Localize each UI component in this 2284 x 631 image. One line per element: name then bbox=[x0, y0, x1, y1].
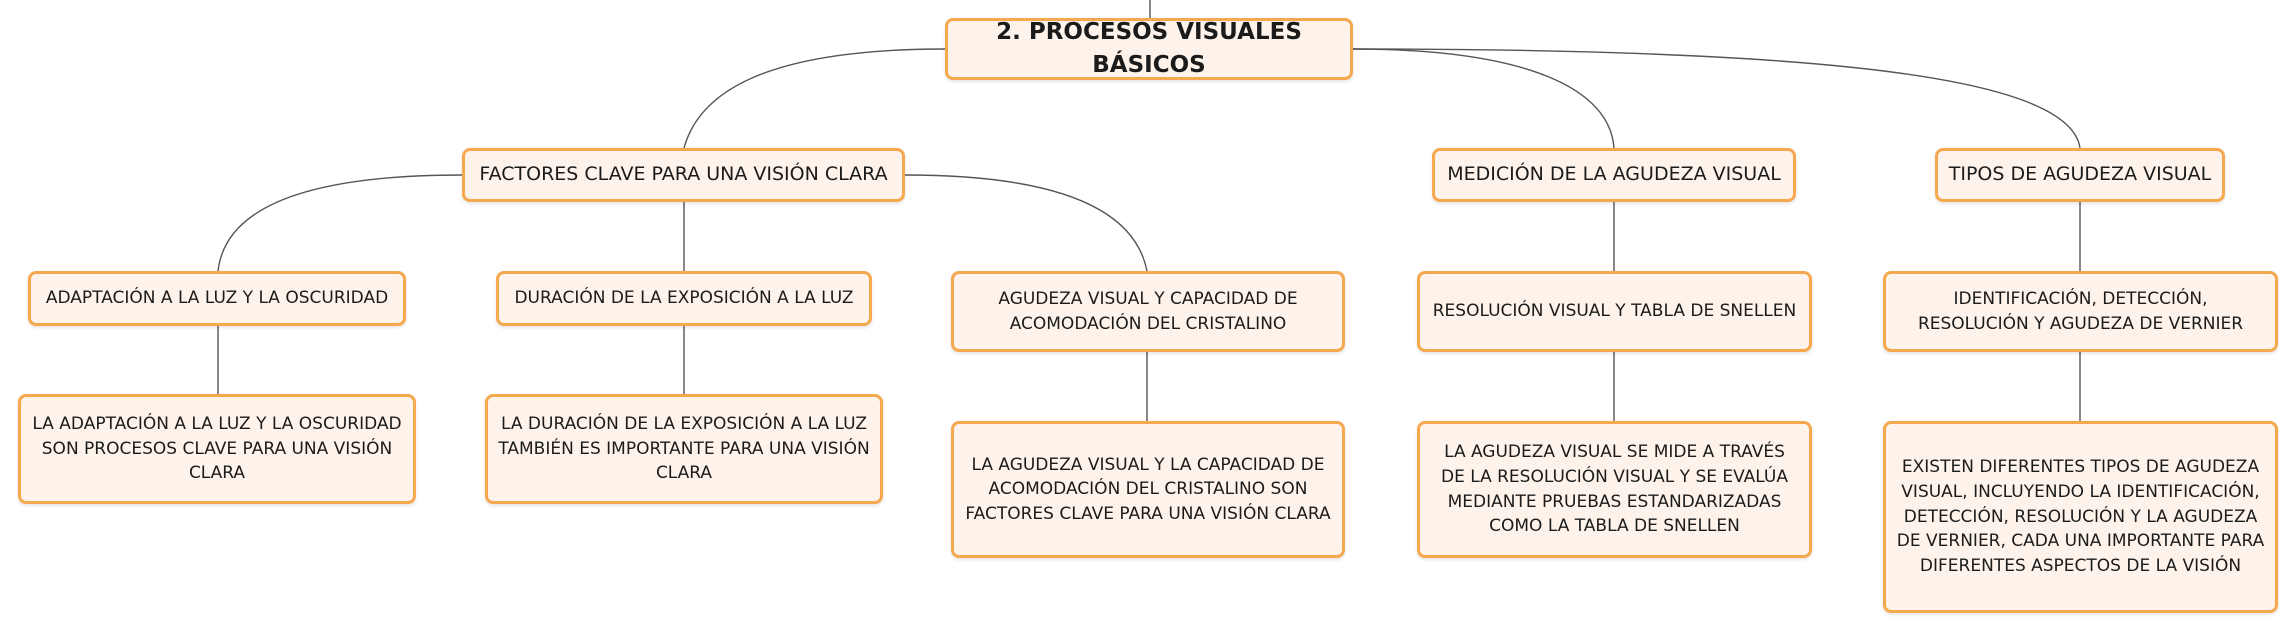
branch-label: MEDICIÓN DE LA AGUDEZA VISUAL bbox=[1447, 163, 1781, 186]
topic-label: ADAPTACIÓN A LA LUZ Y LA OSCURIDAD bbox=[45, 288, 389, 309]
branch-label: TIPOS DE AGUDEZA VISUAL bbox=[1948, 163, 2212, 186]
detail-resolucion-snellen[interactable]: LA AGUDEZA VISUAL SE MIDE A TRAVÉS DE LA… bbox=[1417, 421, 1812, 558]
branch-factores-clave[interactable]: FACTORES CLAVE PARA UNA VISIÓN CLARA bbox=[462, 148, 905, 202]
topic-tipos-identificacion[interactable]: IDENTIFICACIÓN, DETECCIÓN, RESOLUCIÓN Y … bbox=[1883, 271, 2278, 352]
detail-duracion-exposicion[interactable]: LA DURACIÓN DE LA EXPOSICIÓN A LA LUZ TA… bbox=[485, 394, 883, 504]
topic-label: AGUDEZA VISUAL Y CAPACIDAD DE ACOMODACIÓ… bbox=[998, 288, 1298, 334]
detail-text: LA ADAPTACIÓN A LA LUZ Y LA OSCURIDAD SO… bbox=[32, 414, 402, 484]
branch-label: FACTORES CLAVE PARA UNA VISIÓN CLARA bbox=[479, 163, 888, 186]
topic-resolucion-snellen[interactable]: RESOLUCIÓN VISUAL Y TABLA DE SNELLEN bbox=[1417, 271, 1812, 352]
detail-adaptacion-luz[interactable]: LA ADAPTACIÓN A LA LUZ Y LA OSCURIDAD SO… bbox=[18, 394, 416, 504]
connector-branch-1-child-1 bbox=[217, 174, 463, 272]
connector-root-branch-3 bbox=[1352, 48, 2081, 149]
branch-tipos-agudeza[interactable]: TIPOS DE AGUDEZA VISUAL bbox=[1935, 148, 2225, 202]
root-topic[interactable]: 2. PROCESOS VISUALES BÁSICOS bbox=[945, 18, 1353, 80]
detail-agudeza-acomodacion[interactable]: LA AGUDEZA VISUAL Y LA CAPACIDAD DE ACOM… bbox=[951, 421, 1345, 558]
topic-label: DURACIÓN DE LA EXPOSICIÓN A LA LUZ bbox=[514, 288, 854, 309]
branch-medicion-agudeza[interactable]: MEDICIÓN DE LA AGUDEZA VISUAL bbox=[1432, 148, 1796, 202]
detail-text: LA AGUDEZA VISUAL SE MIDE A TRAVÉS DE LA… bbox=[1440, 442, 1789, 537]
topic-adaptacion-luz[interactable]: ADAPTACIÓN A LA LUZ Y LA OSCURIDAD bbox=[28, 271, 406, 326]
detail-text: EXISTEN DIFERENTES TIPOS DE AGUDEZA VISU… bbox=[1896, 457, 2265, 576]
connector-root-branch-2 bbox=[1352, 48, 1615, 149]
topic-label: RESOLUCIÓN VISUAL Y TABLA DE SNELLEN bbox=[1432, 301, 1797, 322]
connector-branch-1-child-3 bbox=[904, 174, 1148, 272]
connector-root-branch-1 bbox=[683, 48, 946, 149]
detail-text: LA DURACIÓN DE LA EXPOSICIÓN A LA LUZ TA… bbox=[498, 414, 870, 484]
topic-duracion-exposicion[interactable]: DURACIÓN DE LA EXPOSICIÓN A LA LUZ bbox=[496, 271, 872, 326]
root-topic-label: 2. PROCESOS VISUALES BÁSICOS bbox=[996, 18, 1302, 78]
detail-tipos-agudeza[interactable]: EXISTEN DIFERENTES TIPOS DE AGUDEZA VISU… bbox=[1883, 421, 2278, 613]
topic-agudeza-acomodacion[interactable]: AGUDEZA VISUAL Y CAPACIDAD DE ACOMODACIÓ… bbox=[951, 271, 1345, 352]
topic-label: IDENTIFICACIÓN, DETECCIÓN, RESOLUCIÓN Y … bbox=[1917, 288, 2244, 334]
detail-text: LA AGUDEZA VISUAL Y LA CAPACIDAD DE ACOM… bbox=[965, 454, 1331, 524]
